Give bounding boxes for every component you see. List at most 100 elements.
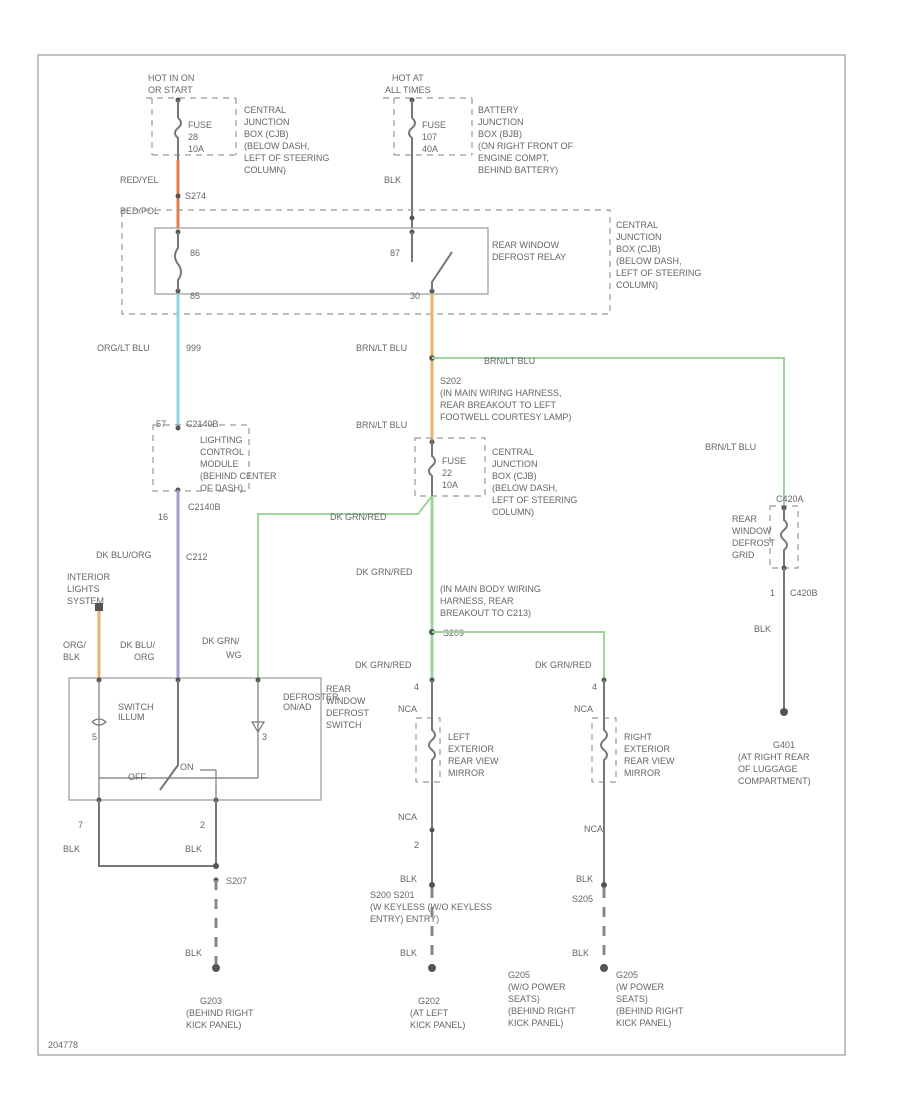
switch-diode-icon — [250, 721, 266, 734]
relay-cjb-line: BOX (CJB) — [616, 244, 661, 254]
fl-desc-line: JUNCTION — [244, 117, 290, 127]
fr-desc-line: BOX (BJB) — [478, 129, 522, 139]
label-4-right: 4 — [592, 682, 597, 692]
label-nca-2: NCA — [398, 812, 417, 822]
fuse-left-line2: 28 — [188, 132, 198, 142]
switch-contact-icon — [159, 680, 179, 791]
label-dk-blu-sw: DK BLU/ — [120, 640, 156, 650]
diagram-frame — [37, 54, 846, 1056]
switch-pin-3: 3 — [262, 732, 267, 742]
label-dk-blu-org: DK BLU/ORG — [96, 550, 152, 560]
ground-g203: G203 — [200, 996, 222, 1006]
ils-line: LIGHTS — [67, 584, 100, 594]
label-blk-8: BLK — [754, 624, 771, 634]
ils-line: SYSTEM — [67, 596, 104, 606]
fuse-mid-line1: FUSE — [442, 456, 466, 466]
sw-name-line: DEFROST — [326, 708, 370, 718]
lcm-desc-line: OF DASH) — [200, 483, 243, 493]
fm-desc-line: BOX (CJB) — [492, 471, 537, 481]
g205b-desc-line: SEATS) — [616, 994, 648, 1004]
switch-pin-5: 5 — [92, 732, 97, 742]
grid-conn: C420A — [776, 494, 804, 504]
g205a-desc-line: SEATS) — [508, 994, 540, 1004]
s200-s201-line: S200 S201 — [370, 890, 415, 900]
fr-desc-line: (ON RIGHT FRONT OF — [478, 141, 574, 151]
label-nca-1: NCA — [398, 704, 417, 714]
label-org-ltblu: ORG/LT BLU — [97, 343, 150, 353]
g205b-desc-line: (BEHIND RIGHT — [616, 1006, 684, 1016]
g203-desc-line: (BEHIND RIGHT — [186, 1008, 254, 1018]
s202-desc: (IN MAIN WIRING HARNESS,REAR BREAKOUT TO… — [440, 388, 571, 422]
grid-desc-line: GRID — [732, 550, 755, 560]
sw-name-line: WINDOW — [326, 696, 366, 706]
ground-g203-desc: (BEHIND RIGHT KICK PANEL) — [186, 1008, 254, 1030]
fl-desc-line: CENTRAL — [244, 105, 286, 115]
footer-code: 204778 — [48, 1040, 78, 1050]
fuse-mid-line3: 10A — [442, 480, 458, 490]
s209-desc-line: BREAKOUT TO C213) — [440, 608, 531, 618]
fm-desc-line: (BELOW DASH, — [492, 483, 558, 493]
ml-desc-line: LEFT — [448, 732, 471, 742]
relay-box — [154, 227, 489, 295]
fuse-mid-icon — [428, 440, 436, 500]
hot-label-left: HOT IN ON — [148, 73, 194, 83]
label-blk-3: BLK — [185, 948, 202, 958]
label-2-left: 2 — [414, 840, 419, 850]
relay-coil-icon — [174, 232, 182, 291]
label-org-sw: ORG — [134, 652, 155, 662]
switch-box — [68, 677, 322, 801]
g401-desc-line: COMPARTMENT) — [738, 776, 811, 786]
label-c212: C212 — [186, 552, 208, 562]
fr-desc-line: ENGINE COMPT, — [478, 153, 549, 163]
grid-desc-line: DEFROST — [732, 538, 776, 548]
label-dk-grn-red-2: DK GRN/RED — [356, 567, 413, 577]
sw-name-line: REAR — [326, 684, 352, 694]
label-bedpol: BED/POL — [120, 206, 159, 216]
label-brn-ltblu-1: BRN/LT BLU — [356, 343, 407, 353]
s200-s201-line: ENTRY) ENTRY) — [370, 914, 439, 924]
relay-cjb-line: COLUMN) — [616, 280, 658, 290]
fuse-right-icon — [408, 100, 416, 160]
switch-on-label: ON — [180, 762, 194, 772]
fm-desc-line: LEFT OF STEERING — [492, 495, 577, 505]
label-999: 999 — [186, 343, 201, 353]
fl-desc-line: BOX (CJB) — [244, 129, 289, 139]
fl-desc-line: LEFT OF STEERING — [244, 153, 329, 163]
label-s202: S202 — [440, 376, 461, 386]
label-blk-6: BLK — [576, 874, 593, 884]
wire-brn-ltblu-grid — [432, 357, 785, 506]
relay-cjb-line: CENTRAL — [616, 220, 658, 230]
ml-desc-line: MIRROR — [448, 768, 485, 778]
fr-desc-line: BATTERY — [478, 105, 519, 115]
g203-desc-line: KICK PANEL) — [186, 1020, 241, 1030]
switch-name: REAR WINDOW DEFROST SWITCH — [326, 684, 370, 730]
ml-desc-line: EXTERIOR — [448, 744, 495, 754]
relay-pin-87: 87 — [390, 248, 400, 258]
g205b-desc-line: KICK PANEL) — [616, 1018, 671, 1028]
g401-desc-line: OF LUGGAGE — [738, 764, 798, 774]
label-c2140b: C2140B — [188, 502, 221, 512]
hot-label-left-2: OR START — [148, 85, 193, 95]
ground-g202: G202 — [418, 996, 440, 1006]
label-blk-5: BLK — [400, 948, 417, 958]
lcm-conn: C2140B — [186, 419, 219, 429]
switch-lamp-icon — [91, 718, 107, 726]
sw-name-line: SWITCH — [326, 720, 362, 730]
ground-g205-icon — [600, 964, 608, 972]
sw-illum-line: ILLUM — [118, 712, 145, 722]
